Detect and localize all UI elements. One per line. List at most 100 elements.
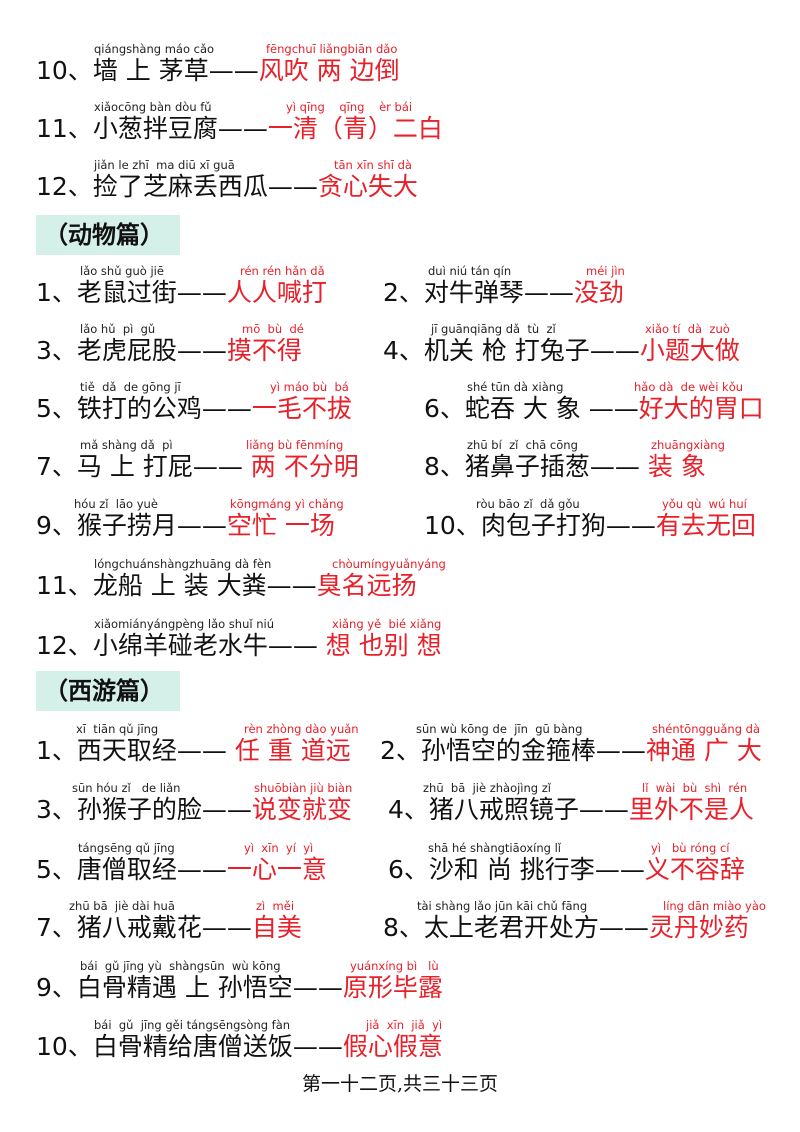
answer-pinyin: tān xīn shī dà (334, 158, 412, 172)
answer: 小题大做 (639, 336, 740, 365)
entry-number: 8、 (383, 913, 424, 942)
answer: 臭名远扬 (316, 571, 417, 600)
answer: 有去无回 (655, 511, 756, 540)
answer: 说变就变 (251, 795, 352, 824)
phrase: 老虎屁股 (76, 336, 177, 365)
phrase: 猪鼻子插葱 (464, 452, 590, 481)
answer-pinyin: méi jìn (586, 264, 625, 278)
phrase: 机关 枪 打兔子 (423, 336, 590, 365)
phrase: 马 上 打屁 (76, 452, 193, 481)
answer-pinyin: yì máo bù bá (270, 380, 349, 394)
entry-number: 5、 (36, 855, 77, 884)
entry-number: 2、 (383, 278, 424, 307)
answer-pinyin: yǒu qù wú huí (662, 497, 747, 511)
entry-number: 1、 (36, 736, 77, 765)
pinyin: bái gǔ jīng yù shàngsūn wù kōng (80, 959, 281, 973)
dash: —— (217, 114, 268, 143)
dash: —— (578, 795, 629, 824)
dash: —— (589, 452, 648, 481)
answer: 想 也别 想 (317, 631, 442, 660)
answer-pinyin: yì qīng qīng èr bái (286, 100, 413, 114)
page-footer: 第一十二页,共三十三页 (301, 1073, 499, 1095)
phrase: 白骨精给唐僧送饭 (92, 1032, 293, 1061)
answer: 一心一意 (226, 855, 327, 884)
pinyin: lǎo hǔ pì gǔ (80, 322, 156, 336)
answer: 神通 广 大 (645, 736, 762, 765)
answer: 一清（青）二白 (267, 114, 443, 143)
answer: 自美 (251, 913, 302, 942)
pinyin: tiě dǎ de gōng jī (80, 380, 181, 394)
answer: 义不容辞 (644, 855, 745, 884)
dash: —— (594, 855, 645, 884)
phrase: 猴子捞月 (76, 511, 177, 540)
dash: —— (598, 913, 649, 942)
answer: 里外不是人 (628, 795, 754, 824)
entry-number: 4、 (383, 336, 424, 365)
section-heading-journey: （西游篇） (36, 671, 180, 711)
pinyin: tài shàng lǎo jūn kāi chǔ fāng (417, 899, 588, 913)
pinyin: shé tūn dà xiàng (467, 380, 564, 394)
phrase: 白骨精遇 上 孙悟空 (76, 973, 293, 1002)
pinyin: jī guānqiāng dǎ tù zǐ (431, 322, 556, 336)
pinyin: xī tiān qǔ jīng (76, 722, 159, 736)
answer-pinyin: hǎo dà de wèi kǒu (634, 380, 744, 394)
entry-number: 10、 (36, 1032, 93, 1061)
answer-pinyin: jiǎ xīn jiǎ yì (366, 1018, 443, 1032)
dash: —— (605, 511, 656, 540)
entry-number: 9、 (36, 511, 77, 540)
phrase: 小绵羊碰老水牛 (92, 631, 268, 660)
entry-number: 10、 (424, 511, 481, 540)
answer-pinyin: mō bù dé (242, 322, 304, 336)
answer: 空忙 一场 (226, 511, 335, 540)
pinyin: lóngchuánshàngzhuāng dà fèn (94, 557, 272, 571)
phrase: 墙 上 茅草 (92, 56, 209, 85)
phrase: 孙悟空的金箍棒 (420, 736, 596, 765)
pinyin: xiǎocōng bàn dòu fǔ (94, 100, 212, 114)
pinyin: mǎ shàng dǎ pì (80, 438, 173, 452)
pinyin: sūn hóu zǐ de liǎn (72, 781, 181, 795)
answer-pinyin: shuōbiàn jiù biàn (254, 781, 353, 795)
phrase: 沙和 尚 挑行李 (428, 855, 595, 884)
answer: 装 象 (647, 452, 706, 481)
dash: —— (267, 631, 318, 660)
pinyin: hóu zǐ lāo yuè (74, 497, 158, 511)
pinyin: qiángshàng máo cǎo (94, 42, 215, 56)
entry-number: 4、 (388, 795, 429, 824)
entry-number: 11、 (36, 114, 93, 143)
phrase: 蛇吞 大 象 (464, 394, 589, 423)
answer: 灵丹妙药 (648, 913, 749, 942)
answer: 两 不分明 (242, 452, 359, 481)
answer-pinyin: fēngchuī liǎngbiān dǎo (266, 42, 398, 56)
answer-pinyin: zhuāngxiàng (651, 438, 725, 452)
answer-pinyin: shéntōngguǎng dà (652, 722, 761, 736)
pinyin: bái gǔ jīng gěi tángsēngsòng fàn (94, 1018, 291, 1032)
answer-pinyin: yuánxíng bì lù (350, 959, 439, 973)
entry-number: 3、 (36, 795, 77, 824)
phrase: 龙船 上 装 大粪 (92, 571, 267, 600)
entry-number: 10、 (36, 56, 93, 85)
dash: —— (208, 56, 259, 85)
dash: —— (292, 1032, 343, 1061)
entry-number: 7、 (36, 913, 77, 942)
answer: 人人喊打 (226, 278, 327, 307)
answer: 一毛不拔 (251, 394, 352, 423)
pinyin: sūn wù kōng de jīn gū bàng (416, 722, 583, 736)
answer-pinyin: lǐ wài bù shì rén (642, 781, 748, 795)
answer-pinyin: rèn zhòng dào yuǎn (244, 722, 359, 736)
entry-number: 5、 (36, 394, 77, 423)
dash: —— (176, 736, 235, 765)
dash: —— (523, 278, 574, 307)
answer-pinyin: xiǎng yě bié xiǎng (332, 617, 442, 631)
phrase: 捡了芝麻丢西瓜 (92, 172, 268, 201)
phrase: 太上老君开处方 (423, 913, 599, 942)
answer: 原形毕露 (342, 973, 443, 1002)
dash: —— (588, 394, 639, 423)
entry-number: 6、 (424, 394, 465, 423)
dash: —— (176, 855, 227, 884)
phrase: 肉包子打狗 (480, 511, 606, 540)
pinyin: shā hé shàngtiāoxíng lǐ (428, 841, 561, 855)
dash: —— (176, 278, 227, 307)
dash: —— (192, 452, 243, 481)
entry-number: 1、 (36, 278, 77, 307)
dash: —— (201, 394, 252, 423)
